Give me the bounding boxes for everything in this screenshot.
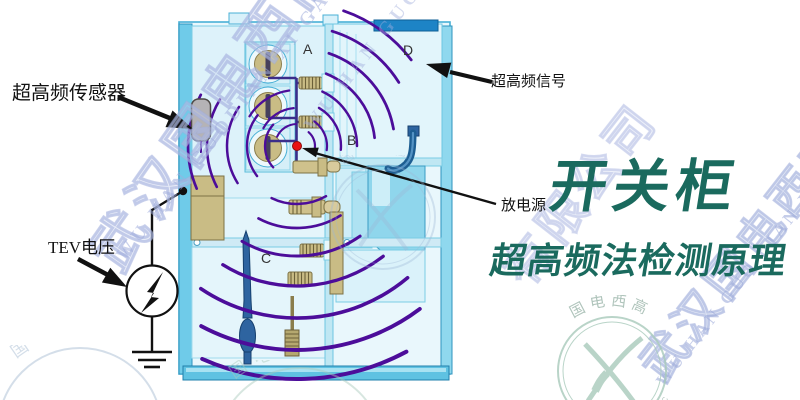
subtitle: 超高频法检测原理 bbox=[487, 240, 790, 281]
tev-ground-circuit bbox=[125, 186, 188, 369]
discharge-point bbox=[292, 141, 302, 151]
cabinet-top-bar bbox=[373, 19, 439, 32]
cabinet-top-tab bbox=[228, 12, 250, 25]
cabinet-right-wall bbox=[440, 25, 453, 375]
uhf-sensor-label: 超高频传感器 bbox=[12, 83, 127, 104]
uhf-signal-arrow bbox=[426, 62, 493, 84]
uhf-wave-arcs bbox=[186, 9, 422, 382]
sensor-arrow bbox=[117, 94, 193, 129]
bushing-panel bbox=[244, 41, 296, 173]
zone-label-c: C bbox=[261, 250, 272, 266]
cabinet-left-wall bbox=[178, 23, 193, 375]
bushing-top bbox=[248, 44, 288, 84]
zone-label-a: A bbox=[303, 41, 313, 57]
tev-arrow bbox=[76, 257, 127, 287]
uhf-sensor-shape bbox=[190, 98, 212, 153]
annotation-arrows bbox=[76, 62, 497, 287]
tev-voltage-label: TEV电压 bbox=[48, 238, 116, 257]
discharge-pointer-line bbox=[302, 147, 497, 206]
compartment-d-panel bbox=[329, 23, 443, 165]
discharge-source-label: 放电源 bbox=[501, 198, 547, 214]
bushing-middle bbox=[248, 86, 288, 126]
zone-label-d: D bbox=[403, 42, 414, 58]
uhf-signal-label: 超高频信号 bbox=[491, 74, 567, 90]
cable bbox=[384, 125, 420, 174]
main-title: 开关柜 bbox=[545, 155, 745, 219]
bushing-bottom bbox=[248, 128, 288, 168]
lightning-bolt-icon bbox=[141, 272, 163, 313]
zone-label-b: B bbox=[347, 132, 357, 148]
mechanism-box bbox=[190, 175, 225, 241]
